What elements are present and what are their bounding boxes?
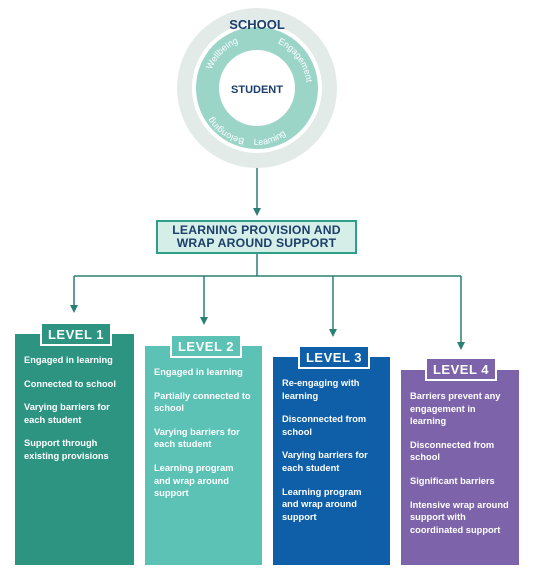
level-3-title: LEVEL 3	[298, 345, 370, 369]
level-3-item-1: Re-engaging with learning	[282, 378, 360, 401]
level-2-item-1: Engaged in learning	[154, 367, 243, 377]
level-4-item-3: Significant barriers	[410, 475, 495, 486]
level-1-item-2: Connected to school	[24, 378, 116, 389]
student-label: STUDENT	[231, 84, 283, 96]
student-core	[219, 50, 295, 126]
level-1-title: LEVEL 1	[40, 322, 112, 346]
level-1-item-1: Engaged in learning	[24, 355, 113, 365]
level-1-card: Engaged in learning Connected to school …	[15, 334, 134, 565]
level-2-item-3: Varying barriers for each student	[154, 426, 240, 450]
level-4-title: LEVEL 4	[425, 357, 497, 381]
level-2-title: LEVEL 2	[170, 334, 242, 358]
school-label: SCHOOL	[229, 17, 285, 32]
provision-line-2: WRAP AROUND SUPPORT	[176, 236, 337, 250]
level-1-item-3: Varying barriers for each student	[24, 402, 110, 425]
level-1-item-4: Support through existing provisions	[24, 438, 109, 461]
level-2-item-4: Learning program and wrap around support	[154, 462, 234, 499]
level-3-item-2: Disconnected from school	[282, 414, 367, 437]
level-4-card: Barriers prevent any engagement in learn…	[401, 370, 519, 565]
level-2-card: Engaged in learning Partially connected …	[145, 346, 262, 565]
provision-line-1: LEARNING PROVISION AND	[172, 223, 341, 237]
level-2-item-2: Partially connected to school	[154, 390, 251, 414]
level-3-item-4: Learning program and wrap around support	[282, 486, 362, 522]
level-3-card: Re-engaging with learning Disconnected f…	[273, 357, 390, 565]
level-4-item-1: Barriers prevent any engagement in learn…	[410, 391, 501, 427]
level-3-item-3: Varying barriers for each student	[282, 450, 368, 473]
level-4-item-4: Intensive wrap around support with coord…	[410, 499, 509, 535]
provision-box: LEARNING PROVISION AND WRAP AROUND SUPPO…	[156, 220, 357, 254]
level-4-item-2: Disconnected from school	[410, 439, 495, 463]
